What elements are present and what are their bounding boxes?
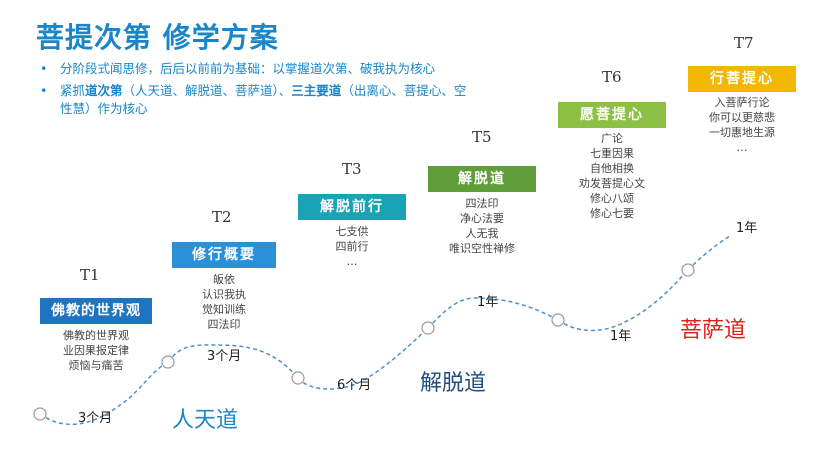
stage-item: … [346,255,358,268]
timeline-nodes [33,263,695,421]
stage-item: 一切惠地生源 [709,126,775,139]
page-title: 菩提次第 修学方案 [36,21,279,54]
stage-items-t2: 皈依 认识我执 觉知训练 四法印 [172,272,276,332]
stage-items-t3: 七支供 四前行 … [298,224,406,269]
bullet-item-2: 紧抓道次第（人天道、解脱道、菩萨道）、三主要道（出离心、菩提心、空性慧）作为核心 [40,82,470,118]
bullet-text: 分阶段式闻思修，后后以前前为基础：以掌握道次第、破我执为核心 [60,61,436,76]
stage-item: 人无我 [465,227,499,240]
stage-item: 修心七要 [590,207,634,220]
bullet-text: 紧抓 [60,83,86,98]
stage-item: 唯识空性禅修 [449,242,515,255]
bullet-list: 分阶段式闻思修，后后以前前为基础：以掌握道次第、破我执为核心 紧抓道次第（人天道… [40,60,470,122]
path-label-pusa: 菩萨道 [680,318,747,343]
stage-items-t7: 入菩萨行论 你可以更慈悲 一切惠地生源 … [688,95,796,155]
stage-item: 广论 [601,132,623,145]
bullet-emphasis: 道次第 [85,83,123,98]
stage-item: 劝发菩提心文 [579,177,645,190]
stage-item: 自他相换 [590,162,634,175]
timeline-node [33,407,47,421]
stage-item: 业因果报定律 [63,344,129,357]
stage-label-t5: T5 [472,128,492,146]
duration-t7: 1年 [736,221,758,236]
duration-t1: 3个月 [78,411,113,426]
bullet-emphasis: 三主要道 [291,83,342,98]
stage-box-t2: 修行概要 [172,242,276,268]
path-label-jietuo: 解脱道 [420,371,487,396]
stage-item: 七重因果 [590,147,634,160]
stage-item: 四法印 [207,318,241,331]
stage-item: 觉知训练 [202,303,246,316]
stage-item: 你可以更慈悲 [709,111,775,124]
stage-box-t3: 解脱前行 [298,194,406,220]
duration-t5: 1年 [477,295,499,310]
stage-label-t3: T3 [342,160,362,178]
stage-item: … [736,141,748,154]
stage-box-t5: 解脱道 [428,166,536,192]
stage-box-t1: 佛教的世界观 [40,298,152,324]
timeline-node [291,371,305,385]
stage-item: 七支供 [335,225,369,238]
stage-items-t1: 佛教的世界观 业因果报定律 烦恼与痛苦 [40,328,152,373]
stage-item: 四法印 [465,197,499,210]
path-label-rentian: 人天道 [172,408,239,433]
timeline-node [421,321,435,335]
timeline-node [551,313,565,327]
stage-item: 入菩萨行论 [714,96,770,109]
bullet-text: （出离心、菩提心、空性慧）作为核心 [60,83,467,116]
stage-item: 佛教的世界观 [63,329,129,342]
progress-curve-line [39,235,731,425]
stage-items-t5: 四法印 净心法要 人无我 唯识空性禅修 [428,196,536,256]
bullet-text: （人天道、解脱道、菩萨道）、 [122,83,292,98]
stage-label-t7: T7 [734,34,754,52]
stage-item: 四前行 [335,240,369,253]
duration-t6: 1年 [610,329,632,344]
timeline-node [681,263,695,277]
stage-box-t7: 行菩提心 [688,66,796,92]
stage-items-t6: 广论 七重因果 自他相换 劝发菩提心文 修心八颂 修心七要 [558,131,666,221]
bullet-item-1: 分阶段式闻思修，后后以前前为基础：以掌握道次第、破我执为核心 [40,60,470,78]
duration-t3: 6个月 [337,378,372,393]
stage-item: 烦恼与痛苦 [68,359,124,372]
stage-label-t2: T2 [212,208,232,226]
stage-label-t6: T6 [602,68,622,86]
stage-item: 净心法要 [460,212,504,225]
timeline-node [161,355,175,369]
duration-t2: 3个月 [207,349,242,364]
stage-item: 认识我执 [202,288,246,301]
stage-box-t6: 愿菩提心 [558,102,666,128]
stage-item: 修心八颂 [590,192,634,205]
stage-label-t1: T1 [80,266,100,284]
stage-item: 皈依 [213,273,235,286]
